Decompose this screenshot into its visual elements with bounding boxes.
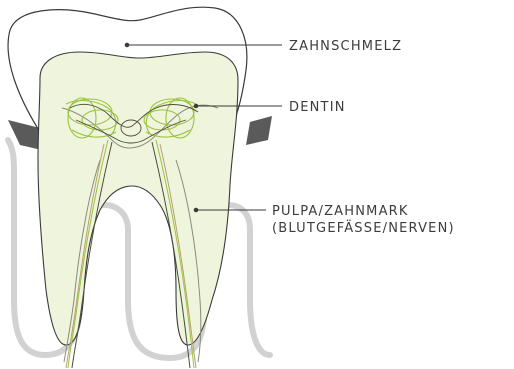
gum-right-wedge	[246, 116, 272, 145]
label-pulpa-line1: PULPA/ZAHNMARK	[272, 203, 455, 220]
label-dentin: DENTIN	[289, 99, 346, 116]
dentin-body	[38, 52, 238, 345]
label-enamel: ZAHNSCHMELZ	[289, 38, 402, 55]
label-pulpa-line2: (BLUTGEFÄSSE/NERVEN)	[272, 220, 455, 237]
label-pulpa: PULPA/ZAHNMARK (BLUTGEFÄSSE/NERVEN)	[272, 203, 455, 237]
